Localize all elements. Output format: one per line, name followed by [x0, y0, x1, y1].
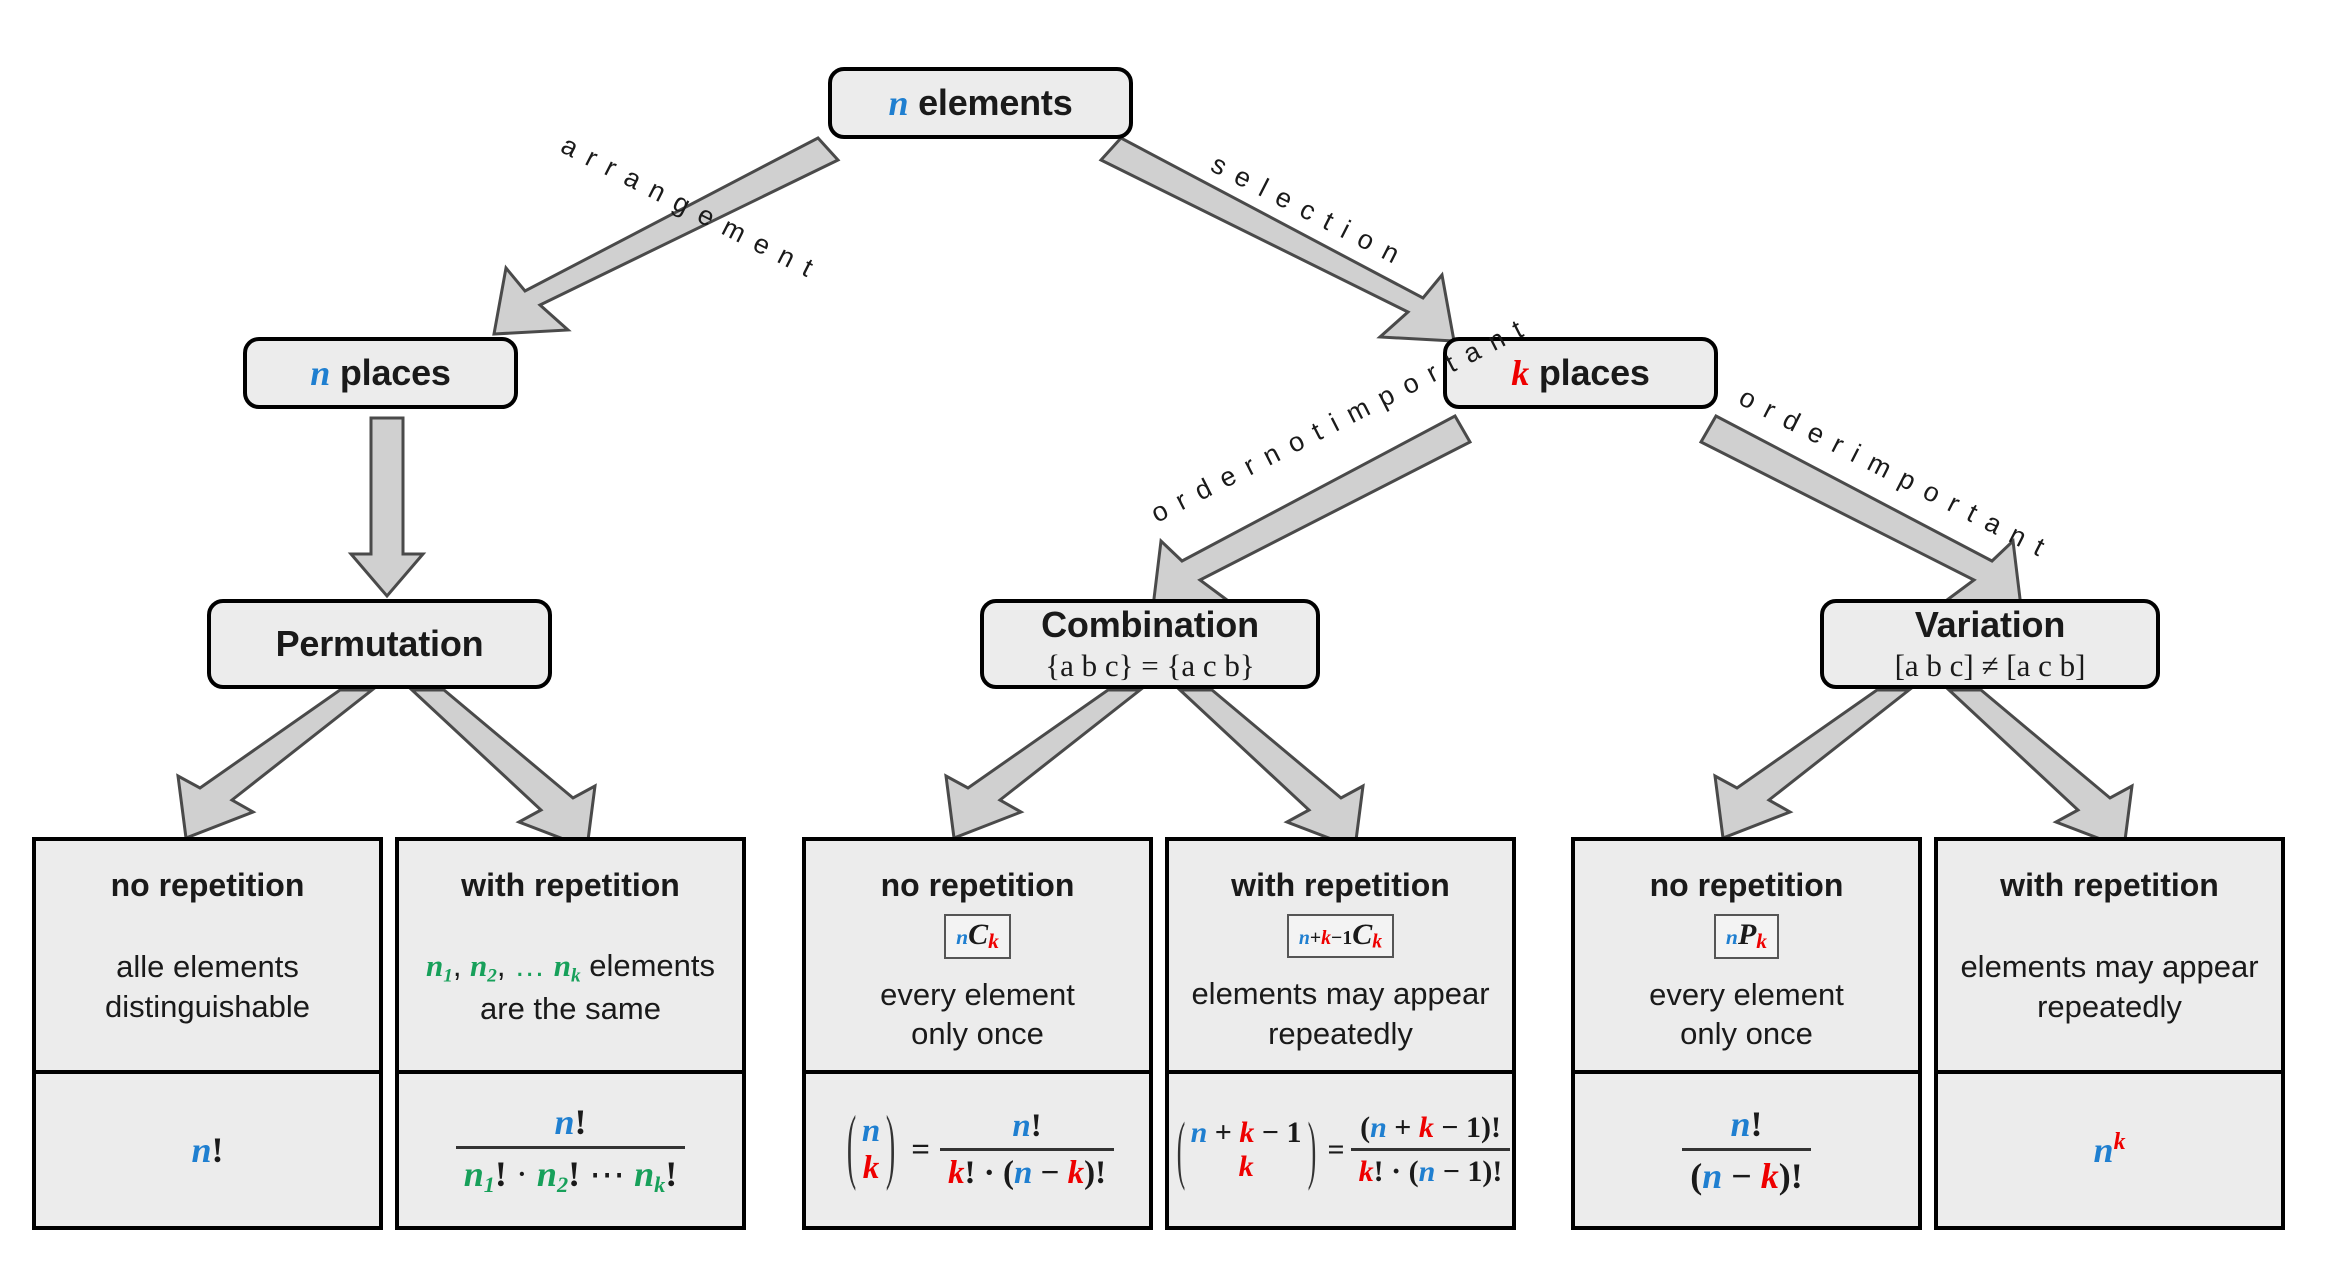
leaf-top-cell: no repetition alle elements distinguisha…	[36, 841, 379, 1074]
node-k-places-label: k places	[1511, 352, 1650, 394]
leaf-top-cell: with repetition elements may appear repe…	[1938, 841, 2281, 1074]
leaf-permutation-no-repetition[interactable]: no repetition alle elements distinguisha…	[32, 837, 383, 1230]
node-variation-subtitle: [a b c] ≠ [a c b]	[1894, 648, 2086, 683]
desc-line-2: distinguishable	[104, 989, 311, 1024]
leaf-description: n1, n2, … nk elements are the same	[420, 946, 721, 1029]
arrow-permutation-with-repetition	[408, 688, 597, 851]
desc-line-1: alle elements	[116, 949, 299, 985]
leaf-description: elements may appear repeatedly	[1185, 974, 1495, 1053]
leaf-top-cell: with repetition n+k−1Ck elements may app…	[1169, 841, 1512, 1074]
node-n-elements[interactable]: n elements	[828, 67, 1133, 139]
desc-line-1: elements may appear	[1960, 949, 2259, 985]
leaf-combination-with-repetition[interactable]: with repetition n+k−1Ck elements may app…	[1165, 837, 1516, 1230]
node-n-elements-label: n elements	[888, 82, 1072, 124]
leaf-formula-cell: n! n1! · n2! ⋯ nk!	[399, 1074, 742, 1226]
edge-label-order-not-important: o r d e r n o t i m p o r t a n t	[1145, 312, 1530, 529]
leaf-heading: with repetition	[2000, 867, 2219, 903]
node-combination-subtitle: {a b c} = {a c b}	[1045, 648, 1255, 683]
arrow-variation-with-repetition	[1945, 688, 2134, 851]
formula-multiset-permutation: n! n1! · n2! ⋯ nk!	[455, 1101, 686, 1198]
var-n: n	[888, 83, 909, 123]
desc-line-1: n1, n2, … nk elements	[425, 947, 716, 987]
node-k-places-text: places	[1529, 352, 1650, 393]
arrow-combination-with-repetition	[1176, 688, 1365, 851]
symbol-n-plus-k-minus-1-C-k: n+k−1Ck	[1286, 914, 1395, 959]
leaf-top-cell: no repetition nCk every element only onc…	[806, 841, 1149, 1074]
node-combination[interactable]: Combination {a b c} = {a c b}	[980, 599, 1320, 689]
leaf-top-cell: no repetition nPk every element only onc…	[1575, 841, 1918, 1074]
leaf-description: elements may appear repeatedly	[1954, 947, 2264, 1026]
leaf-top-cell: with repetition n1, n2, … nk elements ar…	[399, 841, 742, 1074]
arrow-combination-no-repetition	[944, 688, 1145, 841]
leaf-heading: with repetition	[1231, 867, 1450, 903]
leaf-permutation-with-repetition[interactable]: with repetition n1, n2, … nk elements ar…	[395, 837, 746, 1230]
node-variation-title: Variation	[1914, 604, 2066, 645]
desc-line-2: are the same	[480, 990, 661, 1026]
symbol-nPk: nPk	[1713, 914, 1780, 959]
leaf-description: every element only once	[1643, 975, 1850, 1054]
leaf-variation-with-repetition[interactable]: with repetition elements may appear repe…	[1934, 837, 2285, 1230]
node-permutation[interactable]: Permutation	[207, 599, 552, 689]
node-n-places[interactable]: n places	[243, 337, 518, 409]
leaf-formula-cell: nk	[1938, 1074, 2281, 1226]
leaf-formula-cell: n!	[36, 1074, 379, 1226]
desc-line-2: only once	[1680, 1016, 1813, 1052]
node-combination-title: Combination	[1041, 604, 1259, 645]
var-k: k	[1511, 353, 1530, 393]
formula-n-power-k: nk	[2093, 1128, 2126, 1171]
node-permutation-title: Permutation	[275, 623, 484, 664]
leaf-heading: no repetition	[110, 867, 305, 903]
arrow-arrangement	[492, 136, 841, 336]
leaf-heading: no repetition	[880, 867, 1075, 903]
edge-label-order-important: o r d e r i m p o r t a n t	[1734, 381, 2052, 564]
desc-line-1: elements may appear	[1191, 976, 1490, 1012]
var-n: n	[310, 353, 331, 393]
desc-line-2: only once	[911, 1016, 1044, 1052]
node-variation[interactable]: Variation [a b c] ≠ [a c b]	[1820, 599, 2160, 689]
desc-line-1: every element	[880, 976, 1075, 1012]
leaf-combination-no-repetition[interactable]: no repetition nCk every element only onc…	[802, 837, 1153, 1230]
leaf-heading: no repetition	[1649, 867, 1844, 903]
leaf-heading: with repetition	[461, 867, 680, 903]
edge-label-selection: s e l e c t i o n	[1206, 148, 1407, 271]
edge-label-arrangement: a r r a n g e m e n t	[556, 129, 821, 284]
node-n-elements-text: elements	[908, 82, 1073, 123]
desc-line-1: every element	[1649, 976, 1844, 1012]
symbol-nCk: nCk	[944, 914, 1011, 959]
node-n-places-text: places	[330, 352, 451, 393]
desc-line-2: repeatedly	[1268, 1016, 1413, 1052]
arrow-selection	[1098, 136, 1456, 343]
leaf-description: every element only once	[874, 975, 1081, 1054]
formula-n-factorial: n!	[191, 1130, 224, 1170]
arrow-n-places-to-permutation	[347, 416, 427, 599]
node-n-places-label: n places	[310, 352, 451, 394]
arrow-variation-no-repetition	[1713, 688, 1914, 841]
leaf-variation-no-repetition[interactable]: no repetition nPk every element only onc…	[1571, 837, 1922, 1230]
leaf-description: alle elements distinguishable	[99, 947, 316, 1026]
leaf-formula-cell: n! (n − k)!	[1575, 1074, 1918, 1226]
node-k-places[interactable]: k places	[1443, 337, 1718, 409]
formula-permutation-nPk: n! (n − k)!	[1682, 1103, 1811, 1197]
desc-line-2: repeatedly	[2037, 989, 2182, 1024]
arrow-permutation-no-repetition	[176, 688, 377, 841]
